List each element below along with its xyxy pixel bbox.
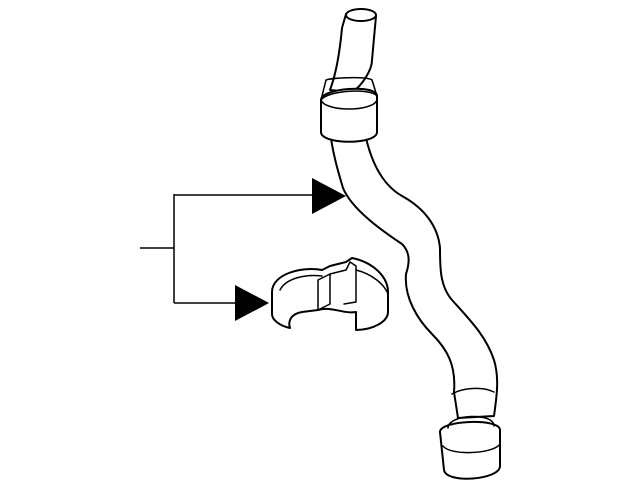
hose [320, 8, 501, 480]
callout [140, 178, 346, 321]
hose-upper-band-rim [320, 76, 378, 101]
hose-lower-band-edge [442, 443, 501, 454]
hose-top-opening [345, 8, 377, 22]
arrowhead-clamp [235, 285, 269, 321]
clamp-inner-edge [279, 274, 323, 291]
hose-lower-band [439, 421, 501, 480]
clamp-right-rim [355, 269, 389, 295]
clamp-tab-right [329, 261, 357, 305]
hose-upper-band-edge [320, 99, 378, 110]
hose-upper-band [320, 87, 378, 143]
arrowhead-hose [312, 178, 346, 214]
hose-lower-band-rim [447, 415, 495, 429]
clamp-tab [317, 273, 331, 311]
hose-lower-bend-line [451, 387, 495, 395]
clamp [271, 257, 389, 331]
hose-top-end [329, 9, 377, 93]
